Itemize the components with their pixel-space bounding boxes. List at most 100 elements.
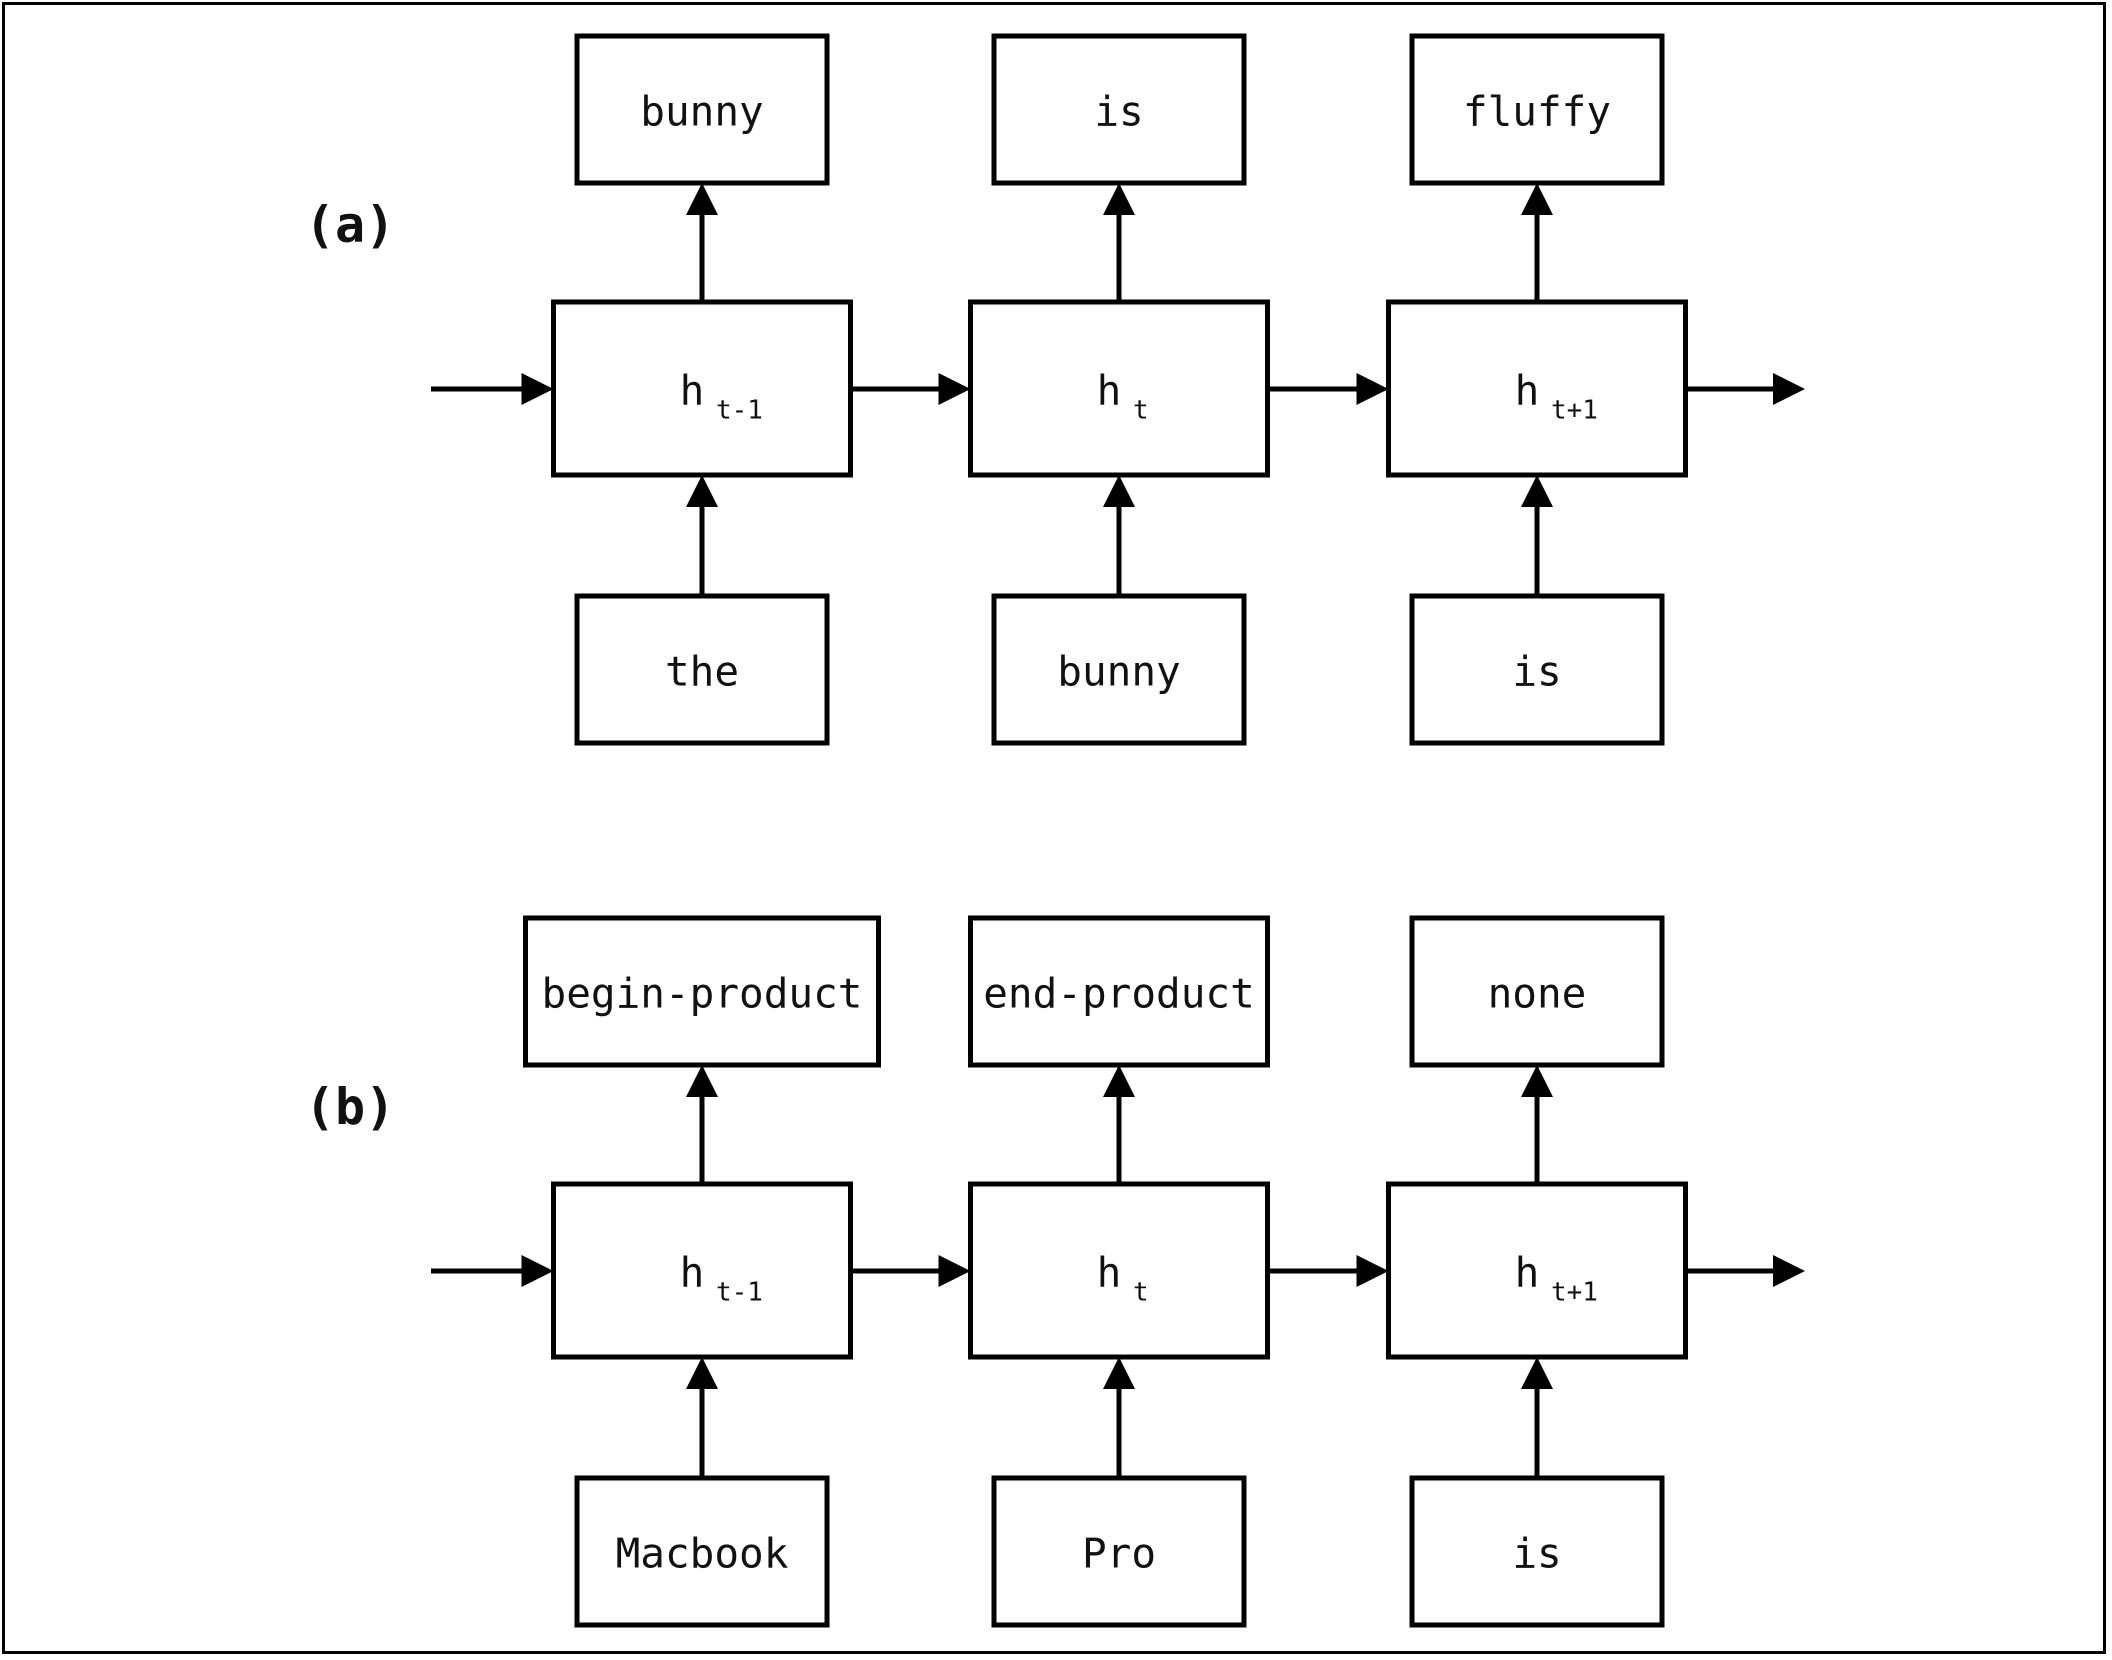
input-token: Pro [991, 1475, 1247, 1628]
output-label: none [1488, 970, 1587, 1018]
output-token: end-product [968, 915, 1270, 1068]
output-token: is [991, 33, 1247, 186]
panel-label: (a) [305, 196, 395, 254]
arrow-head [686, 183, 718, 215]
hidden-state-box [551, 1181, 853, 1360]
arrow-head [1521, 475, 1553, 507]
hidden-state-subscript: t+1 [1551, 396, 1598, 426]
output-label: fluffy [1463, 88, 1611, 136]
input-token: the [574, 593, 830, 746]
output-token: begin-product [523, 915, 881, 1068]
arrow-head [1103, 475, 1135, 507]
arrow-head [1103, 183, 1135, 215]
outgoing-state-arrow [1685, 1255, 1805, 1287]
output-label: begin-product [542, 970, 863, 1018]
incoming-state-arrow [431, 1255, 554, 1287]
arrow-head [1103, 1065, 1135, 1097]
output-arrow [1521, 1065, 1553, 1184]
output-arrow [1103, 183, 1135, 302]
arrow-head [1521, 183, 1553, 215]
input-box [1409, 593, 1665, 746]
output-arrow [1103, 1065, 1135, 1184]
arrow-head [521, 1255, 554, 1287]
output-arrow [686, 1065, 718, 1184]
arrow-head [1103, 1357, 1135, 1389]
recurrent-arrow [1267, 373, 1389, 405]
hidden-state-label: h [1097, 1249, 1122, 1297]
input-arrow [1103, 1357, 1135, 1478]
input-arrow [686, 1357, 718, 1478]
arrow-head [1521, 1357, 1553, 1389]
arrow-head [1356, 373, 1389, 405]
output-label: end-product [983, 970, 1255, 1018]
hidden-state-subscript: t-1 [716, 1278, 763, 1308]
input-box [574, 593, 830, 746]
hidden-state-t-1: h t-1 [551, 299, 853, 478]
arrow-head [686, 1357, 718, 1389]
input-label: the [665, 648, 739, 696]
input-token: bunny [991, 593, 1247, 746]
input-box [991, 593, 1247, 746]
hidden-state-subscript: t [1133, 1278, 1149, 1308]
input-arrow [1521, 1357, 1553, 1478]
hidden-state-subscript: t-1 [716, 396, 763, 426]
output-box [574, 33, 830, 186]
arrow-head [1521, 1065, 1553, 1097]
hidden-state-t+1: h t+1 [1386, 299, 1688, 478]
output-token: bunny [574, 33, 830, 186]
hidden-state-subscript: t [1133, 396, 1149, 426]
panel-label: (b) [305, 1078, 395, 1136]
input-token: is [1409, 1475, 1665, 1628]
hidden-state-label: h [1515, 367, 1540, 415]
output-box [1409, 915, 1665, 1068]
input-label: bunny [1057, 648, 1180, 696]
incoming-state-arrow [431, 373, 554, 405]
hidden-state-box [1386, 1181, 1688, 1360]
arrow-head [938, 1255, 971, 1287]
hidden-state-label: h [680, 367, 705, 415]
recurrent-arrow [850, 1255, 971, 1287]
output-arrow [686, 183, 718, 302]
hidden-state-label: h [680, 1249, 705, 1297]
input-token: Macbook [574, 1475, 830, 1628]
output-token: fluffy [1409, 33, 1665, 186]
hidden-state-label: h [1097, 367, 1122, 415]
hidden-state-box [551, 299, 853, 478]
input-token: is [1409, 593, 1665, 746]
hidden-state-t+1: h t+1 [1386, 1181, 1688, 1360]
input-label: is [1512, 1530, 1561, 1578]
hidden-state-subscript: t+1 [1551, 1278, 1598, 1308]
input-box [1409, 1475, 1665, 1628]
arrow-head [686, 475, 718, 507]
input-arrow [1521, 475, 1553, 596]
arrow-head [938, 373, 971, 405]
hidden-state-t-1: h t-1 [551, 1181, 853, 1360]
arrow-head [686, 1065, 718, 1097]
output-box [523, 915, 881, 1068]
recurrent-arrow [1267, 1255, 1389, 1287]
input-arrow [1103, 475, 1135, 596]
input-arrow [686, 475, 718, 596]
output-label: bunny [640, 88, 763, 136]
input-box [574, 1475, 830, 1628]
output-label: is [1094, 88, 1143, 136]
arrow-head [1773, 1255, 1805, 1287]
recurrent-arrow [850, 373, 971, 405]
input-box [991, 1475, 1247, 1628]
output-arrow [1521, 183, 1553, 302]
output-box [991, 33, 1247, 186]
input-label: Pro [1082, 1530, 1156, 1578]
hidden-state-label: h [1515, 1249, 1540, 1297]
outgoing-state-arrow [1685, 373, 1805, 405]
input-label: Macbook [616, 1530, 789, 1578]
input-label: is [1512, 648, 1561, 696]
output-token: none [1409, 915, 1665, 1068]
output-box [968, 915, 1270, 1068]
arrow-head [1773, 373, 1805, 405]
